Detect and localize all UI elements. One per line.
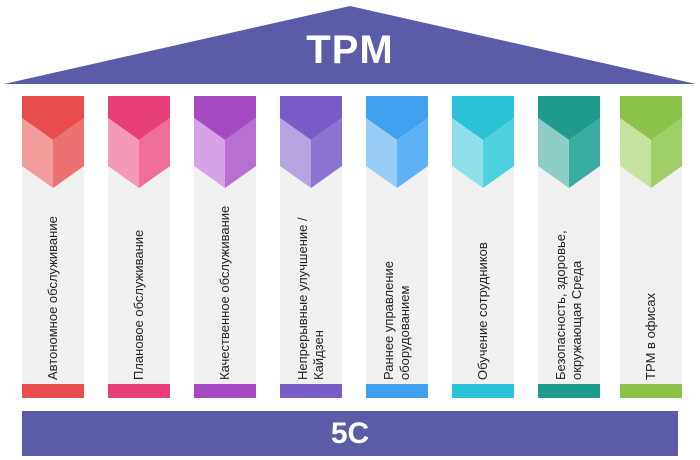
pillar-6: Обучение сотрудников	[452, 96, 514, 398]
pillar-label: Автономное обслуживание	[45, 216, 60, 380]
chevron-icon	[194, 96, 256, 188]
roof	[4, 6, 696, 84]
chevron-icon	[22, 96, 84, 188]
chevron-icon	[538, 96, 600, 188]
pillar-4: Непрерывные улучшение / Кайдзен	[280, 96, 342, 398]
pillar-2: Плановое обслуживание	[108, 96, 170, 398]
pillar-base	[194, 384, 256, 398]
pillar-base	[108, 384, 170, 398]
pillar-label-area: Автономное обслуживание	[22, 200, 84, 380]
pillar-label: Обучение сотрудников	[475, 242, 490, 380]
pillar-base	[366, 384, 428, 398]
roof-triangle	[4, 6, 696, 84]
pillar-label-area: Качественное обслуживание	[194, 200, 256, 380]
pillar-base	[452, 384, 514, 398]
pillar-label: Качественное обслуживание	[217, 205, 232, 380]
pillar-label: TPM в офисах	[643, 293, 658, 380]
pillar-label: Безопасность, здоровье, окружающая Среда	[553, 230, 584, 380]
pillar-base	[280, 384, 342, 398]
roof-title: TPM	[306, 28, 394, 72]
pillar-8: TPM в офисах	[620, 96, 682, 398]
pillar-7: Безопасность, здоровье, окружающая Среда	[538, 96, 600, 398]
pillar-base	[620, 384, 682, 398]
pillar-3: Качественное обслуживание	[194, 96, 256, 398]
pillar-base	[22, 384, 84, 398]
foundation-5c: 5C	[22, 411, 678, 456]
pillar-1: Автономное обслуживание	[22, 96, 84, 398]
chevron-icon	[620, 96, 682, 188]
pillar-label-area: Непрерывные улучшение / Кайдзен	[280, 200, 342, 380]
chevron-icon	[452, 96, 514, 188]
pillar-base	[538, 384, 600, 398]
pillar-label-area: Безопасность, здоровье, окружающая Среда	[538, 200, 600, 380]
chevron-icon	[366, 96, 428, 188]
pillar-label-area: Раннее управление оборудованием	[366, 200, 428, 380]
pillar-5: Раннее управление оборудованием	[366, 96, 428, 398]
pillar-label: Плановое обслуживание	[131, 229, 146, 380]
chevron-icon	[108, 96, 170, 188]
pillar-label-area: Обучение сотрудников	[452, 200, 514, 380]
pillar-label: Раннее управление оборудованием	[381, 261, 412, 380]
pillar-label: Непрерывные улучшение / Кайдзен	[295, 217, 326, 380]
pillar-label-area: Плановое обслуживание	[108, 200, 170, 380]
chevron-icon	[280, 96, 342, 188]
pillar-label-area: TPM в офисах	[620, 200, 682, 380]
